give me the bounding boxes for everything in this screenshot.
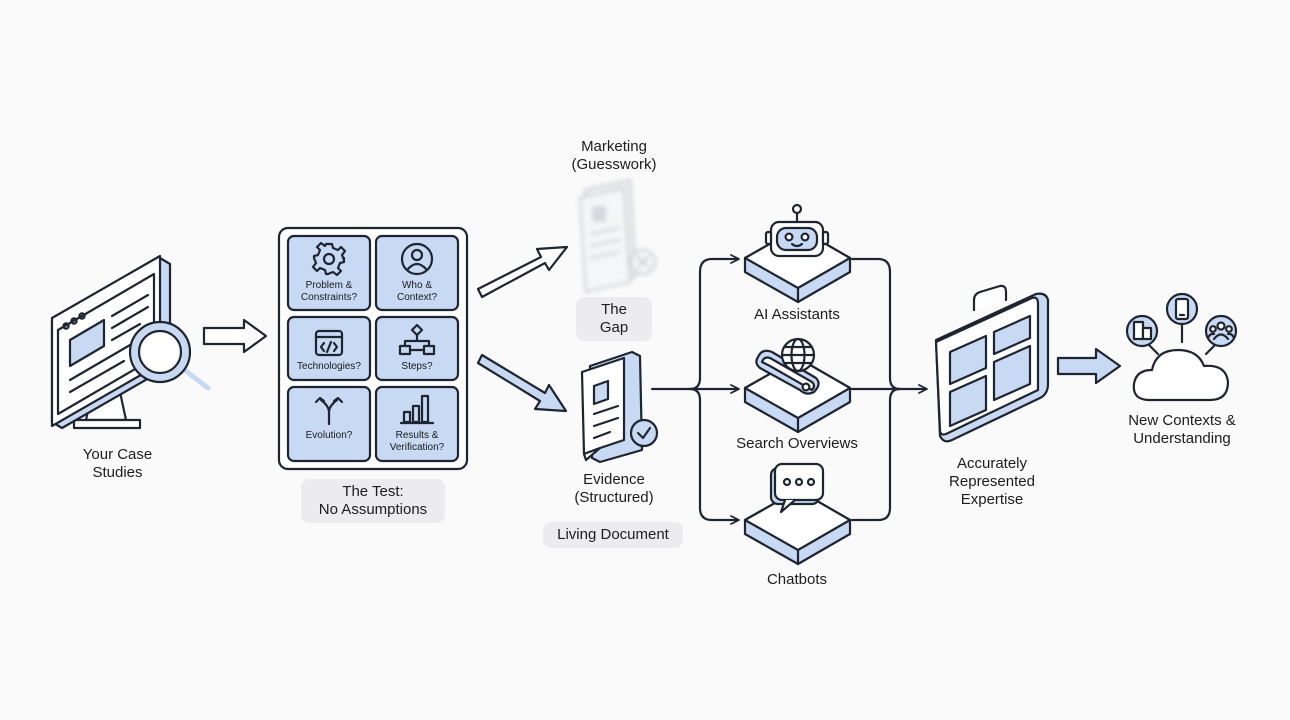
person-icon (400, 242, 434, 276)
chatbot-platform (743, 488, 852, 566)
search-overviews-label: Search Overviews (736, 435, 858, 452)
test-question-problem: Problem & Constraints? (300, 280, 358, 303)
evidence-label: Evidence (Structured) (574, 471, 654, 506)
test-question-evolution: Evolution? (305, 430, 353, 441)
test-pill: The Test: No Assumptions (301, 479, 445, 523)
arrow-to-test (202, 318, 268, 354)
blurred-document-icon (578, 178, 656, 294)
arrow-to-evidence (476, 353, 568, 413)
case-studies-label: Your Case Studies (82, 446, 153, 481)
people-icon (1204, 314, 1238, 348)
new-contexts-label: New Contexts & Understanding (1128, 412, 1236, 447)
test-question-who: Who & Context? (396, 280, 438, 303)
expertise-panel-icon (934, 284, 1050, 443)
building-icon (1125, 314, 1159, 348)
arrow-to-marketing (476, 245, 569, 299)
test-question-steps: Steps? (401, 361, 433, 372)
arrow-to-cloud (1056, 347, 1122, 385)
marketing-label: Marketing (Guesswork) (571, 138, 657, 173)
connector-lines (650, 254, 928, 525)
flowchart-icon (398, 323, 436, 356)
living-document-pill: Living Document (543, 522, 683, 548)
globe-search-icon (755, 337, 820, 395)
expertise-label: Accurately Represented Expertise (949, 455, 1035, 508)
ai-assistants-label: AI Assistants (754, 306, 840, 323)
gear-icon (311, 241, 347, 277)
fork-arrows-icon (314, 396, 344, 426)
gap-pill: The Gap (576, 297, 652, 341)
cloud-icon (1132, 320, 1230, 402)
evidence-document-icon (580, 350, 659, 464)
robot-icon (764, 203, 830, 258)
chatbots-label: Chatbots (766, 571, 828, 588)
magnifier-icon (128, 320, 211, 391)
code-icon (314, 329, 344, 357)
bar-chart-icon (399, 394, 435, 425)
test-question-results: Results & Verification? (389, 430, 445, 453)
chat-bubble-icon (769, 462, 825, 514)
monitor-icon (50, 254, 172, 430)
phone-icon (1165, 292, 1199, 326)
test-question-technologies: Technologies? (297, 361, 361, 372)
